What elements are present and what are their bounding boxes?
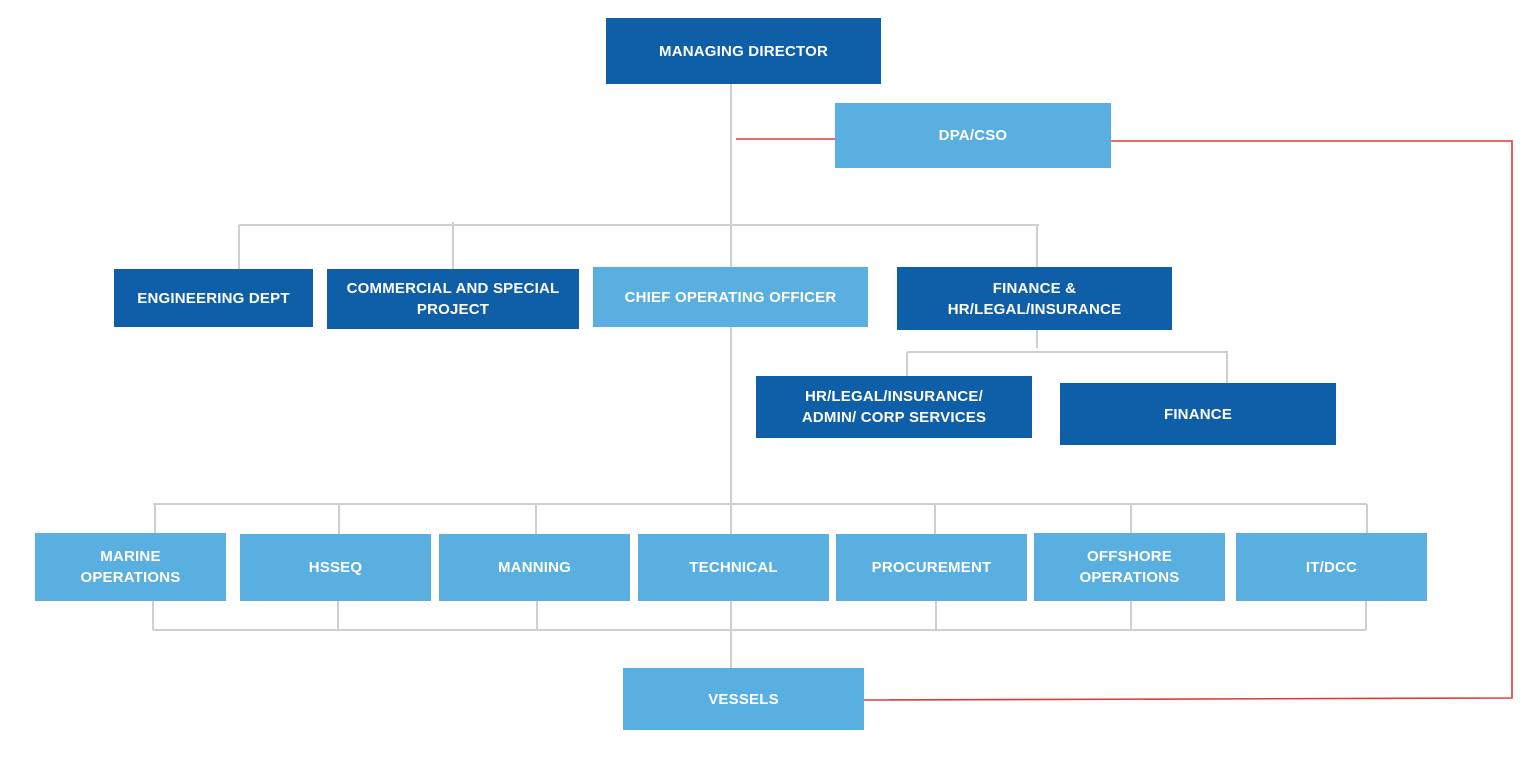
gray-connectors [152, 84, 1368, 668]
finance-hr-legal-insurance-box: FINANCE & HR/LEGAL/INSURANCE [897, 267, 1172, 330]
finance-hr-legal-insurance-label: FINANCE & HR/LEGAL/INSURANCE [947, 279, 1122, 318]
manning-label: MANNING [497, 559, 572, 576]
marine-operations-box: MARINE OPERATIONS [35, 533, 226, 601]
dpa-cso-box: DPA/CSO [835, 103, 1111, 168]
chief-operating-officer-box: CHIEF OPERATING OFFICER [593, 267, 868, 327]
hr-legal-insurance-admin-label: HR/LEGAL/INSURANCE/ ADMIN/ CORP SERVICES [801, 388, 987, 426]
chief-operating-officer-label: CHIEF OPERATING OFFICER [624, 288, 837, 306]
marine-operations-label: MARINE OPERATIONS [80, 548, 181, 586]
finance-label: FINANCE [1163, 405, 1233, 423]
vessels-label: VESSELS [708, 690, 779, 708]
hr-legal-insurance-admin-box: HR/LEGAL/INSURANCE/ ADMIN/ CORP SERVICES [756, 376, 1032, 438]
engineering-dept-label: ENGINEERING DEPT [137, 289, 290, 307]
dpa-link-right-to-vessels [863, 140, 1513, 701]
it-dcc-label: IT/DCC [1305, 558, 1358, 576]
managing-director-label: MANAGING DIRECTOR [659, 42, 828, 60]
finance-box: FINANCE [1060, 383, 1336, 445]
dpa-vessels-link [736, 138, 1513, 701]
procurement-label: PROCUREMENT [871, 559, 992, 576]
manning-box: MANNING [439, 534, 630, 601]
it-dcc-box: IT/DCC [1236, 533, 1427, 601]
engineering-dept-box: ENGINEERING DEPT [114, 269, 313, 327]
dpa-cso-label: DPA/CSO [938, 127, 1008, 144]
technical-box: TECHNICAL [638, 534, 829, 601]
hsseq-box: HSSEQ [240, 534, 431, 601]
commercial-special-project-label: COMMERCIAL AND SPECIAL PROJECT [346, 280, 560, 318]
offshore-operations-box: OFFSHORE OPERATIONS [1034, 533, 1225, 601]
technical-label: TECHNICAL [689, 559, 778, 576]
managing-director-box: MANAGING DIRECTOR [606, 18, 881, 84]
hsseq-label: HSSEQ [308, 559, 363, 576]
vessels-box: VESSELS [623, 668, 864, 730]
commercial-special-project-box: COMMERCIAL AND SPECIAL PROJECT [327, 269, 579, 329]
offshore-operations-label: OFFSHORE OPERATIONS [1079, 548, 1180, 586]
procurement-box: PROCUREMENT [836, 534, 1027, 601]
